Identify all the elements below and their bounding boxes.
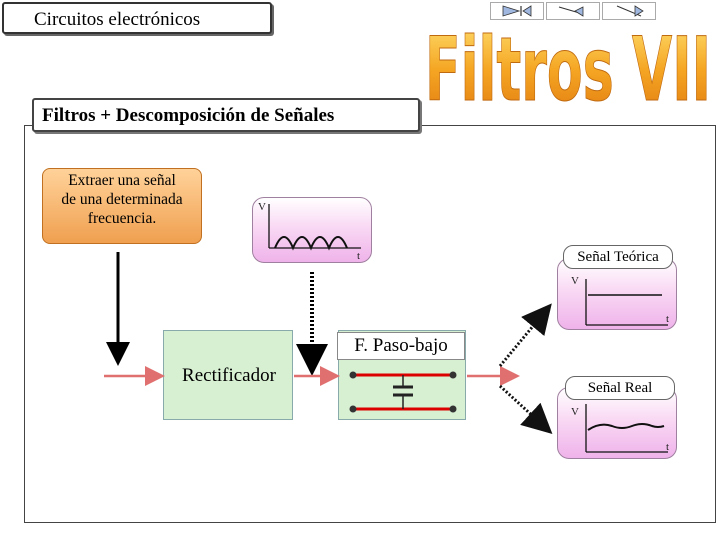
note-line: Extraer una señal: [68, 172, 176, 189]
section-title: Filtros + Descomposición de Señales: [32, 98, 420, 132]
real-signal-wave: [587, 423, 665, 431]
slide-title: Filtros VII: [425, 18, 711, 108]
slide-navigation: [490, 2, 656, 22]
x-axis-label: t: [666, 313, 670, 325]
course-title: Circuitos electrónicos: [2, 2, 272, 34]
first-slide-button[interactable]: [490, 2, 544, 20]
y-axis-label: V: [571, 406, 579, 418]
filter-label-box: F. Paso-bajo: [337, 332, 465, 360]
input-signal-graph: V t: [252, 197, 372, 263]
y-axis-label: V: [571, 275, 579, 287]
next-slide-button[interactable]: [602, 2, 656, 20]
previous-slide-button[interactable]: [546, 2, 600, 20]
next-slide-icon: [616, 5, 644, 17]
slide-title-graphic: Filtros VII: [425, 18, 712, 108]
y-axis-label: V: [258, 201, 266, 213]
theoretical-signal-graph: V t: [557, 258, 677, 330]
note-line: de una determinada: [61, 191, 183, 208]
note-line: frecuencia.: [87, 210, 157, 227]
filter-label: F. Paso-bajo: [354, 335, 448, 356]
theoretical-signal-label: Señal Teórica: [563, 245, 673, 269]
previous-slide-icon: [558, 6, 584, 17]
note-box: Extraer una señal de una determinada fre…: [42, 168, 202, 244]
rectifier-block: Rectificador: [163, 330, 293, 420]
x-axis-label: t: [357, 250, 361, 262]
real-signal-label: Señal Real: [565, 376, 675, 400]
rectifier-label: Rectificador: [182, 365, 276, 386]
first-slide-icon: [502, 5, 532, 17]
x-axis-label: t: [666, 441, 670, 453]
rectified-wave: [274, 236, 348, 251]
